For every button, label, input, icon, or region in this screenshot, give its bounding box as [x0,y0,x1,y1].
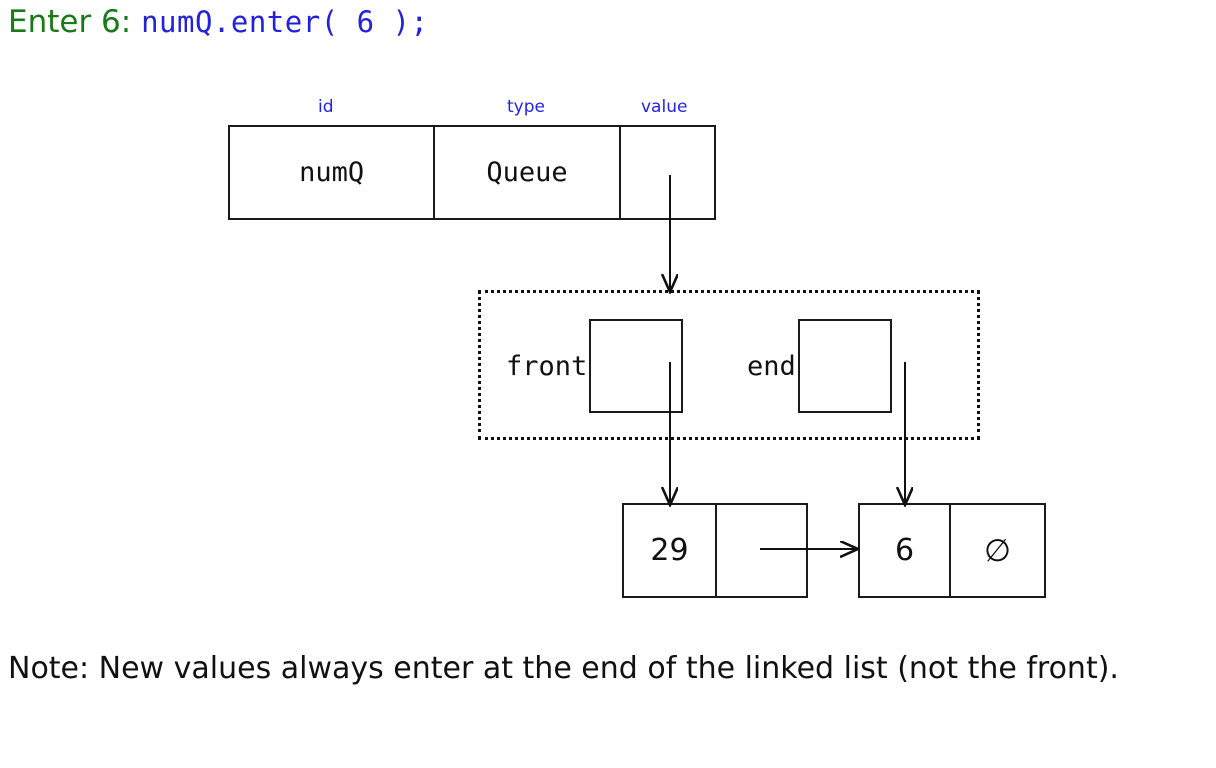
list-node-data: 6 [860,505,951,596]
column-label-value: value [641,97,688,117]
object-cell-type: Queue [435,127,621,218]
list-node-data: 29 [624,505,717,596]
list-node: 6 ∅ [858,503,1046,598]
column-label-id: id [318,97,334,117]
list-node-next [717,505,806,596]
queue-field-front-slot [589,319,684,413]
object-cell-value [621,127,714,218]
object-table: numQ Queue [228,125,716,220]
queue-field-end: end [747,319,892,413]
queue-field-front-label: front [506,350,588,382]
title-code-text: numQ.enter( 6 ); [141,5,429,39]
footer-note: Note: New values always enter at the end… [8,651,1119,686]
queue-field-front: front [506,319,684,413]
list-node-next-null: ∅ [983,532,1011,569]
title-prefix-text: Enter 6: [8,4,132,40]
queue-internals-box: front end [478,290,980,440]
column-label-type: type [507,97,545,117]
object-cell-id: numQ [230,127,436,218]
queue-field-end-slot [797,319,892,413]
list-node: 29 [622,503,808,598]
queue-field-end-label: end [747,350,796,382]
slide-title: Enter 6: numQ.enter( 6 ); [8,2,428,42]
